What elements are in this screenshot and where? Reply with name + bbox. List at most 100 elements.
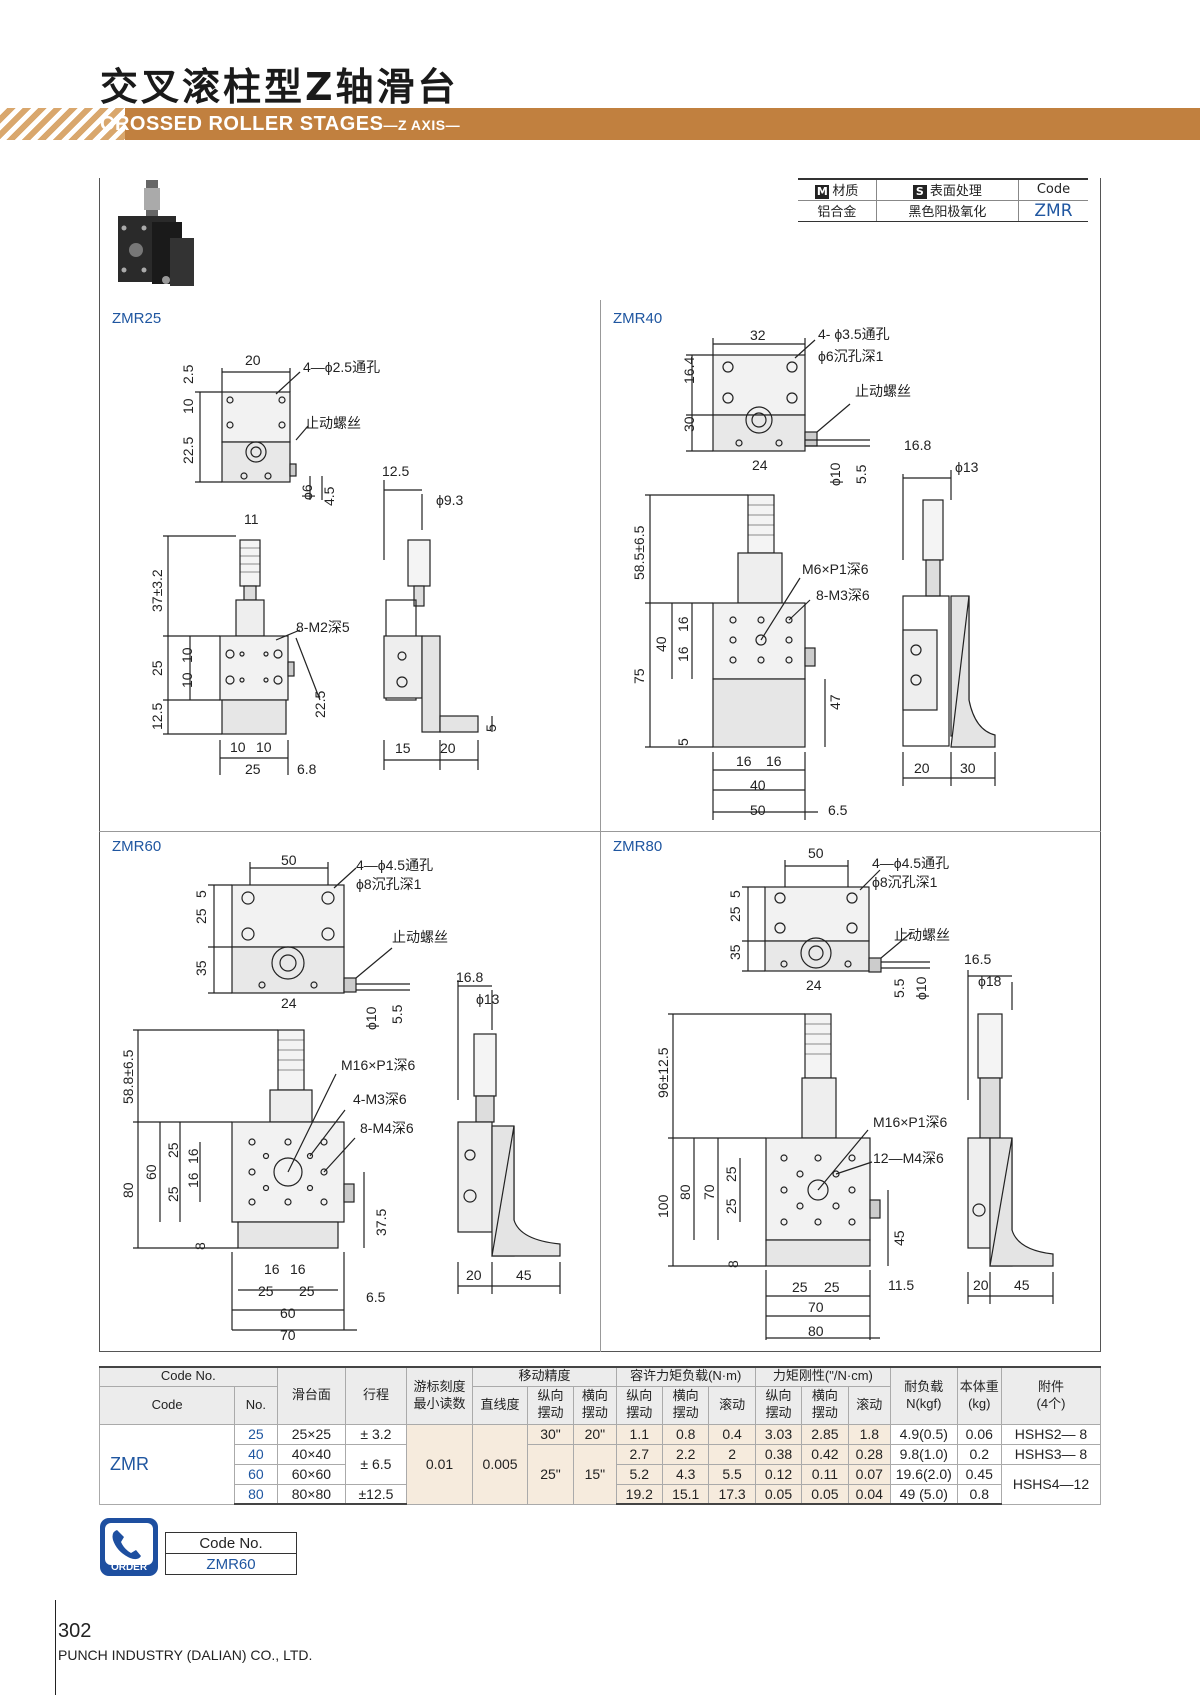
zmr80-cb-note: ϕ8沉孔深1 — [872, 874, 938, 890]
zmr60-top-d25: 25 — [193, 908, 209, 924]
zmr40-top-d55: 5.5 — [853, 464, 869, 484]
cell-pitch-m: 19.2 — [615, 1483, 663, 1505]
surface-badge: S — [912, 185, 927, 200]
zmr25-tap-note: 8-M2深5 — [296, 619, 350, 635]
zmr40-top-d30: 30 — [681, 416, 697, 432]
model-label-zmr25: ZMR25 — [112, 310, 162, 327]
zmr40-front-d24: 24 — [752, 457, 768, 473]
cell-yaw-s: 0.05 — [801, 1483, 849, 1505]
zmr25-drawing — [163, 368, 493, 775]
zmr60-top-phi10: ϕ10 — [363, 1006, 379, 1030]
th-code-no: Code No. — [99, 1366, 278, 1387]
zmr80-front-b25b: 25 — [824, 1279, 840, 1295]
zmr25-screw-note: 止动螺丝 — [305, 415, 361, 431]
material-badge: M — [815, 185, 830, 200]
cell-yaw-m: 15.1 — [661, 1483, 710, 1505]
zmr40-front-travel: 58.5±6.5 — [631, 525, 647, 580]
th-weight-1: 本体重 — [959, 1378, 999, 1394]
zmr60-drawing — [133, 862, 561, 1331]
zmr25-top-d2: 10 — [180, 398, 196, 414]
th-no: No. — [234, 1385, 278, 1425]
zmr40-hole-note: 4- ϕ3.5通孔 — [818, 326, 890, 342]
order-code-box: Code No. ZMR60 — [165, 1532, 297, 1575]
cell-travel: ±12.5 — [345, 1483, 407, 1505]
cell-roll-s: 0.28 — [847, 1443, 891, 1465]
material-label: 材质 — [832, 184, 859, 200]
th-roll-s: 滚动 — [847, 1385, 891, 1425]
th-vernier-1: 游标刻度 — [413, 1378, 466, 1394]
zmr60-front-b25a: 25 — [258, 1283, 274, 1299]
th-yaw-m-1: 横向 — [672, 1388, 699, 1404]
zmr25-side-d5: 5 — [483, 724, 499, 732]
cell-pitch-s: 3.03 — [754, 1423, 803, 1445]
cell-pitch-acc: 25" — [526, 1443, 575, 1505]
th-accessory-2: (4个) — [1036, 1395, 1066, 1411]
zmr25-front-d225: 22.5 — [312, 691, 328, 718]
zmr40-m6-note: M6×P1深6 — [802, 561, 869, 577]
zmr80-front-d80: 80 — [677, 1184, 693, 1200]
zmr25-front-d10b: 10 — [179, 672, 195, 688]
company-name: PUNCH INDUSTRY (DALIAN) CO., LTD. — [58, 1647, 313, 1663]
zmr25-top-d1: 2.5 — [180, 364, 196, 384]
zmr60-front-d60: 60 — [143, 1164, 159, 1180]
th-yaw-acc: 横向摆动 — [573, 1385, 617, 1425]
zmr25-side-phi93: ϕ9.3 — [436, 492, 464, 508]
material-value: 铝合金 — [798, 200, 877, 222]
cell-yaw-acc: 15" — [573, 1443, 617, 1505]
order-code-value: ZMR60 — [165, 1553, 297, 1575]
zmr60-front-d25b: 25 — [165, 1186, 181, 1202]
surface-label: 表面处理 — [929, 184, 982, 200]
th-stiffness: 力矩刚性("/N·cm) — [754, 1366, 891, 1387]
zmr80-side-d20: 20 — [973, 1277, 989, 1293]
cell-yaw-m: 2.2 — [661, 1443, 710, 1465]
th-moment: 容许力矩负载(N·m) — [615, 1366, 756, 1387]
zmr25-side-d20: 20 — [440, 740, 456, 756]
cell-pitch-s: 0.05 — [754, 1483, 803, 1505]
cell-pitch-s: 0.38 — [754, 1443, 803, 1465]
cell-size: 60×60 — [276, 1463, 347, 1485]
cell-roll-m: 17.3 — [708, 1483, 756, 1505]
th-pitch-m-1: 纵向 — [626, 1388, 653, 1404]
banner-title-main: CROSSED ROLLER STAGES — [100, 113, 384, 135]
cell-straightness: 0.005 — [472, 1423, 528, 1505]
zmr80-front-b80: 80 — [808, 1323, 824, 1339]
cell-no: 80 — [234, 1483, 278, 1505]
product-photo — [118, 180, 194, 286]
cell-accessory: HSHS2— 8 — [1000, 1423, 1102, 1445]
zmr40-front-b50: 50 — [750, 802, 766, 818]
th-yaw-s-2: 摆动 — [811, 1405, 838, 1420]
th-yaw-m-2: 摆动 — [672, 1405, 699, 1420]
th-roll-m: 滚动 — [708, 1385, 756, 1425]
cell-yaw-m: 4.3 — [661, 1463, 710, 1485]
order-code-label: Code No. — [165, 1532, 297, 1554]
zmr60-front-d16b: 16 — [185, 1172, 201, 1188]
th-weight-2: (kg) — [968, 1395, 991, 1411]
th-weight: 本体重(kg) — [956, 1366, 1002, 1425]
zmr25-side-d125: 12.5 — [382, 463, 409, 479]
cell-travel: ± 6.5 — [345, 1443, 407, 1485]
zmr80-m16-note: M16×P1深6 — [873, 1114, 948, 1130]
th-pitch-s-1: 纵向 — [765, 1388, 792, 1404]
table-row: 40 40×40 ± 6.5 25" 15" 2.7 2.2 2 0.38 0.… — [100, 1443, 1102, 1505]
zmr80-screw-note: 止动螺丝 — [894, 927, 950, 943]
zmr25-top-d45: 4.5 — [321, 486, 337, 506]
cell-load: 4.9(0.5) — [889, 1423, 958, 1445]
zmr80-m4-note: 12—M4深6 — [873, 1150, 944, 1166]
zmr60-front-b25b: 25 — [299, 1283, 315, 1299]
zmr80-front-d45: 45 — [891, 1230, 907, 1246]
page-number: 302 — [58, 1620, 92, 1642]
th-vernier-2: 最小读数 — [413, 1395, 466, 1411]
th-straightness: 直线度 — [472, 1385, 528, 1425]
banner-stripes — [0, 108, 125, 140]
zmr25-top-phi6: ϕ6 — [299, 484, 315, 500]
cell-roll-s: 1.8 — [847, 1423, 891, 1445]
zmr60-side-phi13: ϕ13 — [476, 991, 500, 1007]
th-code: Code — [98, 1385, 236, 1425]
model-label-zmr40: ZMR40 — [613, 310, 663, 327]
zmr60-m16-note: M16×P1深6 — [341, 1057, 416, 1073]
zmr40-drawing — [645, 338, 996, 820]
zmr80-top-d25: 25 — [727, 906, 743, 922]
